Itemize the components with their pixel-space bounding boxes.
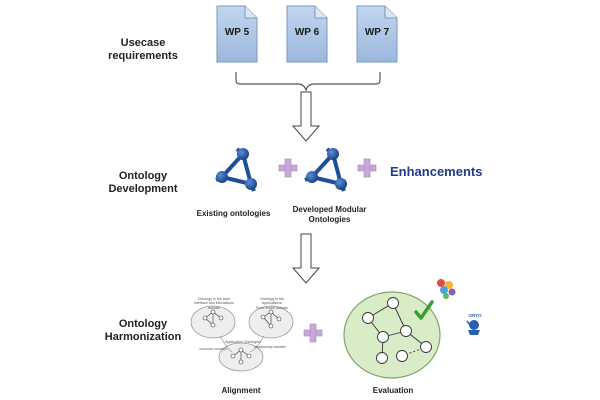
onto-badge-icon — [466, 320, 480, 335]
alignment-note-bottom: Application Ontologies — [225, 340, 261, 344]
evaluation-label: Evaluation — [372, 386, 414, 395]
existing-ontologies-label: Existing ontologies — [196, 209, 271, 218]
wp-document-label: WP 6 — [294, 27, 320, 38]
colorful-logo-icon — [437, 279, 456, 299]
eval-node — [377, 331, 389, 343]
alignment-note-link-right: relationship transfer — [254, 345, 286, 349]
onto-badge-text: ONTO — [468, 313, 482, 318]
alignment-label: Alignment — [221, 386, 261, 395]
wp-document-2: WP 6 — [286, 5, 328, 63]
existing-ontology-icon — [215, 147, 257, 192]
plus-icon-2 — [357, 158, 377, 178]
document-icon — [356, 5, 398, 63]
wp-document-3: WP 7 — [356, 5, 398, 63]
wp-grouping-brace — [235, 72, 381, 92]
flow-arrow-2 — [291, 233, 321, 284]
eval-node — [376, 352, 388, 364]
enhancements-label: Enhancements — [390, 164, 483, 179]
ontology-harmonization-label: Ontology Harmonization — [104, 318, 182, 343]
evaluation-diagram — [343, 291, 441, 379]
alignment-note-right: Ontology in the Applications/ Func model… — [256, 297, 288, 310]
wp-document-label: WP 7 — [364, 27, 390, 38]
eval-node — [387, 297, 399, 309]
document-icon — [286, 5, 328, 63]
developed-ontologies-label: Developed Modular Ontologies — [292, 205, 367, 224]
checkmark-icon — [414, 300, 434, 320]
eval-node — [396, 350, 408, 362]
plus-icon-1 — [278, 158, 298, 178]
document-icon — [216, 5, 258, 63]
eval-node — [420, 341, 432, 353]
usecase-requirements-label: Usecase requirements — [108, 37, 178, 62]
eval-node — [362, 312, 374, 324]
alignment-note-link-left: common concept — [199, 347, 227, 351]
flow-arrow-1 — [291, 91, 321, 142]
alignment-diagram — [190, 305, 294, 372]
ontology-development-label: Ontology Development — [108, 170, 178, 195]
plus-icon-3 — [303, 323, 323, 343]
eval-node — [400, 325, 412, 337]
alignment-note-left: Ontology in the User interface and inter… — [193, 297, 235, 310]
developed-ontology-icon — [304, 147, 347, 192]
wp-document-1: WP 5 — [216, 5, 258, 63]
wp-document-label: WP 5 — [224, 27, 250, 38]
